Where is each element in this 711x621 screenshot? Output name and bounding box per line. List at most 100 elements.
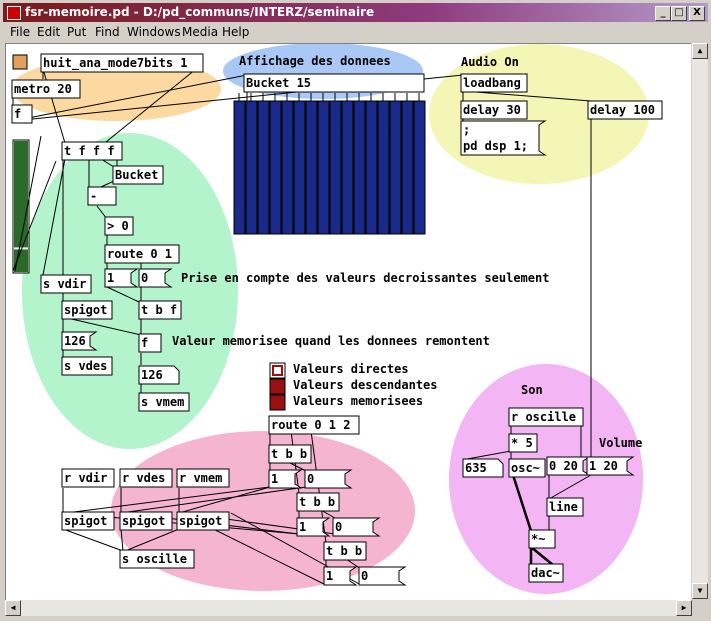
msg-1-b[interactable]: 1	[268, 469, 303, 489]
obj-mult-5[interactable]: * 5	[508, 433, 538, 453]
obj-dac[interactable]: dac~	[528, 563, 564, 583]
bucket-slider-1[interactable]	[233, 100, 246, 235]
msg-1-a[interactable]: 1	[104, 268, 139, 288]
obj-delay-100-label: delay 100	[590, 103, 655, 117]
obj-t-fff[interactable]: t f f f	[61, 141, 123, 161]
obj-spigot-2[interactable]: spigot	[119, 511, 173, 531]
obj-t-bb-1[interactable]: t b b	[268, 444, 312, 464]
maximize-button[interactable]: □	[671, 6, 687, 21]
msg-0-b-label: 0	[307, 472, 314, 486]
obj-r-vdes[interactable]: r vdes	[119, 468, 173, 488]
scroll-down-icon[interactable]: ▼	[692, 583, 708, 599]
bucket-slider-2[interactable]	[245, 100, 258, 235]
bucket-slider-12[interactable]	[365, 100, 378, 235]
obj-s-vdir[interactable]: s vdir	[40, 274, 92, 294]
bucket-slider-16[interactable]	[413, 100, 426, 235]
obj-s-vdes[interactable]: s vdes	[61, 356, 113, 376]
msg-126-label: 126	[64, 334, 86, 348]
obj-f-store[interactable]: f	[138, 333, 162, 353]
title-bar[interactable]: fsr-memoire.pd - D:/pd_communs/INTERZ/se…	[3, 3, 708, 22]
toggle-direct-mark	[274, 367, 281, 374]
obj-line[interactable]: line	[546, 497, 584, 517]
scroll-right-icon[interactable]: ▶	[676, 600, 692, 616]
toggle-descending[interactable]	[269, 378, 286, 395]
obj-f-store-label: f	[141, 336, 148, 350]
menu-bar: File Edit Put Find Windows Media Help	[3, 23, 708, 41]
bucket-slider-6[interactable]	[293, 100, 306, 235]
msg-0-c[interactable]: 0	[332, 517, 381, 537]
obj-route-01[interactable]: route 0 1	[104, 244, 180, 264]
menu-media[interactable]: Media	[182, 25, 219, 39]
bang-button[interactable]	[12, 54, 28, 70]
msg-0-d[interactable]: 0	[358, 566, 407, 586]
menu-file[interactable]: File	[10, 25, 31, 39]
obj-spigot-green[interactable]: spigot	[61, 300, 113, 320]
bucket-slider-10[interactable]	[341, 100, 354, 235]
obj-delay-100[interactable]: delay 100	[587, 100, 663, 120]
obj-r-vmem[interactable]: r vmem	[176, 468, 230, 488]
menu-help[interactable]: Help	[222, 25, 250, 39]
obj-metro[interactable]: metro 20	[11, 79, 81, 99]
menu-put[interactable]: Put	[67, 25, 87, 39]
msg-1-c[interactable]: 1	[296, 517, 331, 537]
obj-t-bb-2[interactable]: t b b	[296, 492, 340, 512]
obj-route-012[interactable]: route 0 1 2	[268, 415, 360, 435]
patch-canvas[interactable]: huit_ana_mode7bits 1 metro 20 f t f f f Buck…	[5, 43, 691, 600]
bucket-slider-5[interactable]	[281, 100, 294, 235]
obj-mult-sig[interactable]: *~	[528, 529, 556, 549]
bucket-slider-array[interactable]	[233, 93, 426, 235]
msg-0-20[interactable]: 0 20	[546, 456, 591, 476]
horizontal-scrollbar[interactable]: ◀ ▶	[5, 600, 692, 616]
scroll-up-icon[interactable]: ▲	[692, 43, 708, 59]
obj-minus-label: -	[90, 189, 97, 203]
obj-f-counter[interactable]: f	[11, 104, 33, 124]
obj-f-counter-label: f	[14, 107, 21, 121]
obj-t-bf[interactable]: t b f	[138, 300, 182, 320]
obj-bucket-15[interactable]: Bucket 15	[243, 73, 425, 93]
menu-find[interactable]: Find	[95, 25, 120, 39]
obj-s-oscille[interactable]: s oscille	[119, 549, 195, 569]
obj-minus[interactable]: -	[87, 186, 117, 206]
minimize-button[interactable]: _	[655, 6, 671, 21]
obj-s-vdes-label: s vdes	[64, 359, 107, 373]
obj-loadbang[interactable]: loadbang	[460, 73, 528, 93]
num-635[interactable]: 635	[462, 458, 504, 478]
msg-126[interactable]: 126	[61, 331, 98, 351]
obj-mult-sig-label: *~	[531, 532, 545, 546]
bucket-slider-4[interactable]	[269, 100, 282, 235]
msg-0-a[interactable]: 0	[138, 268, 173, 288]
bucket-slider-15[interactable]	[401, 100, 414, 235]
obj-spigot-2-label: spigot	[122, 514, 165, 528]
obj-spigot-3[interactable]: spigot	[176, 511, 230, 531]
toggle-memorized[interactable]	[269, 394, 286, 411]
close-button[interactable]: X	[689, 6, 705, 21]
bucket-slider-9[interactable]	[329, 100, 342, 235]
comment-son: Son	[521, 383, 543, 397]
msg-0-b[interactable]: 0	[304, 469, 353, 489]
obj-s-vmem[interactable]: s vmem	[138, 392, 190, 412]
msg-dsp-on[interactable]: ;pd dsp 1;	[460, 120, 547, 156]
obj-delay-30[interactable]: delay 30	[460, 100, 528, 120]
scroll-left-icon[interactable]: ◀	[5, 600, 21, 616]
vertical-scrollbar[interactable]: ▲ ▼	[692, 43, 708, 599]
msg-1-20[interactable]: 1 20	[586, 456, 635, 476]
obj-huit-ana[interactable]: huit_ana_mode7bits 1	[40, 53, 204, 73]
bucket-slider-14[interactable]	[389, 100, 402, 235]
menu-edit[interactable]: Edit	[37, 25, 61, 39]
bucket-slider-13[interactable]	[377, 100, 390, 235]
bucket-slider-11[interactable]	[353, 100, 366, 235]
bucket-slider-8[interactable]	[317, 100, 330, 235]
obj-r-oscille[interactable]: r oscille	[508, 407, 584, 427]
bucket-slider-7[interactable]	[305, 100, 318, 235]
obj-spigot-1[interactable]: spigot	[61, 511, 115, 531]
obj-greater[interactable]: > 0	[104, 216, 134, 236]
obj-bucket[interactable]: Bucket	[112, 165, 164, 185]
num-126[interactable]: 126	[138, 365, 180, 385]
menu-windows[interactable]: Windows	[127, 25, 181, 39]
obj-osc[interactable]: osc~	[508, 458, 546, 478]
msg-1-d[interactable]: 1	[323, 566, 358, 586]
obj-t-bb-3-label: t b b	[326, 544, 362, 558]
obj-t-bb-3[interactable]: t b b	[323, 541, 367, 561]
obj-r-vdir[interactable]: r vdir	[61, 468, 115, 488]
bucket-slider-3[interactable]	[257, 100, 270, 235]
